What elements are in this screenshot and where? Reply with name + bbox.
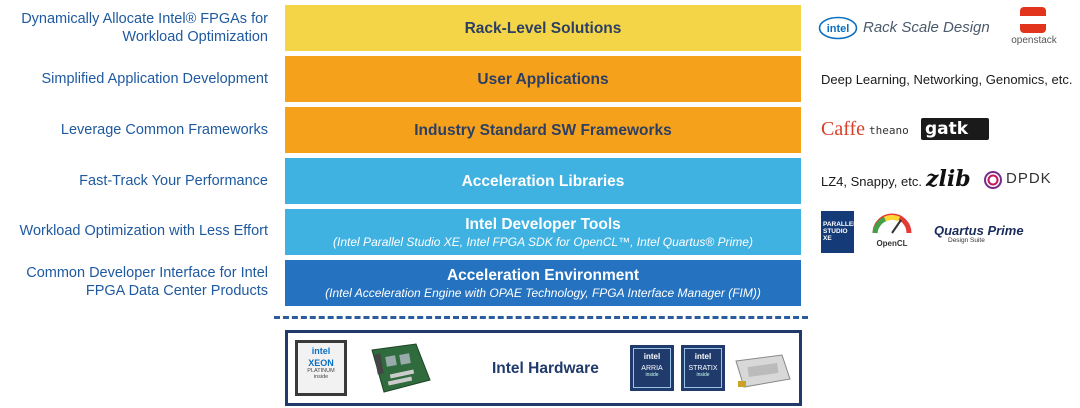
layer-title: User Applications — [477, 70, 609, 88]
fpga-card-image — [734, 351, 792, 396]
zlib-logo: zlib — [926, 166, 971, 192]
stratix-inside: inside — [696, 372, 710, 378]
caffe-logo: Caffe — [821, 118, 866, 140]
desc-accel: Common Developer Interface for Intel FPG… — [26, 265, 268, 299]
layer-title: Intel Developer Tools — [465, 215, 621, 233]
arria-name: ARRIA — [641, 365, 663, 372]
stratix-badge: intel STRATIX inside — [681, 345, 725, 391]
gatk-logo: gatk — [921, 118, 989, 140]
layer-subtitle: (Intel Parallel Studio XE, Intel FPGA SD… — [333, 234, 753, 249]
desc-frameworks: Leverage Common Frameworks — [60, 122, 268, 138]
dpdk-label: DPDK — [1006, 170, 1052, 187]
layer-acceleration-libraries: Acceleration Libraries — [285, 158, 801, 204]
arria-inside: inside — [645, 372, 659, 378]
stratix-intel: intel — [694, 352, 712, 361]
quartus-design-suite-label: Design Suite — [948, 237, 985, 244]
arria-badge: intel ARRIA inside — [630, 345, 674, 391]
psxe-label: PARALLEL STUDIO XE — [823, 221, 858, 242]
xeon-name: XEON — [308, 358, 334, 368]
layer-rack-level-solutions: Rack-Level Solutions — [285, 5, 801, 51]
layer-developer-tools: Intel Developer Tools (Intel Parallel St… — [285, 209, 801, 255]
parallel-studio-xe-logo: PARALLEL STUDIO XE — [821, 211, 858, 253]
divider-dashed — [274, 316, 808, 319]
xeon-inside: inside — [313, 374, 329, 380]
opencl-label: OpenCL — [876, 239, 908, 248]
desc-devtools: Workload Optimization with Less Effort — [19, 223, 268, 239]
desc-apps: Simplified Application Development — [41, 71, 269, 87]
stratix-name: STRATIX — [688, 365, 718, 372]
svg-text:intel: intel — [827, 23, 850, 35]
desc-libraries: Fast-Track Your Performance — [79, 173, 268, 189]
intel-hardware-title: Intel Hardware — [492, 360, 599, 377]
layer-title: Rack-Level Solutions — [464, 19, 622, 37]
arria-intel: intel — [643, 352, 661, 361]
intel-hardware-box: intel XEON PLATINUM inside Intel Hardwar… — [285, 330, 802, 406]
openstack-logo: openstack — [1010, 5, 1058, 49]
opencl-logo: OpenCL — [871, 211, 913, 253]
layer-sw-frameworks: Industry Standard SW Frameworks — [285, 107, 801, 153]
gatk-label: gatk — [925, 119, 969, 139]
layer-subtitle: (Intel Acceleration Engine with OPAE Tec… — [325, 285, 761, 300]
layer-title: Acceleration Libraries — [461, 172, 625, 190]
layer-title: Acceleration Environment — [446, 266, 640, 284]
layer-user-applications: User Applications — [285, 56, 801, 102]
desc-rack: Dynamically Allocate Intel® FPGAs for Wo… — [21, 11, 268, 45]
xeon-platinum-badge: intel XEON PLATINUM inside — [295, 340, 347, 396]
dpdk-logo — [983, 170, 1003, 195]
theano-logo: theano — [869, 124, 909, 137]
xeon-intel: intel — [311, 346, 331, 356]
rack-scale-design-label: Rack Scale Design — [863, 19, 990, 36]
server-board-image — [364, 342, 434, 399]
openstack-label: openstack — [1011, 35, 1057, 46]
layer-title: Industry Standard SW Frameworks — [414, 121, 672, 139]
quartus-prime-logo: Quartus Prime — [934, 223, 1024, 238]
xeon-tier: PLATINUM — [307, 368, 335, 374]
apps-examples-text: Deep Learning, Networking, Genomics, etc… — [821, 72, 1073, 87]
libs-examples-text: LZ4, Snappy, etc. — [821, 174, 922, 189]
layer-acceleration-environment: Acceleration Environment (Intel Accelera… — [285, 260, 801, 306]
intel-logo: intel — [818, 16, 858, 45]
